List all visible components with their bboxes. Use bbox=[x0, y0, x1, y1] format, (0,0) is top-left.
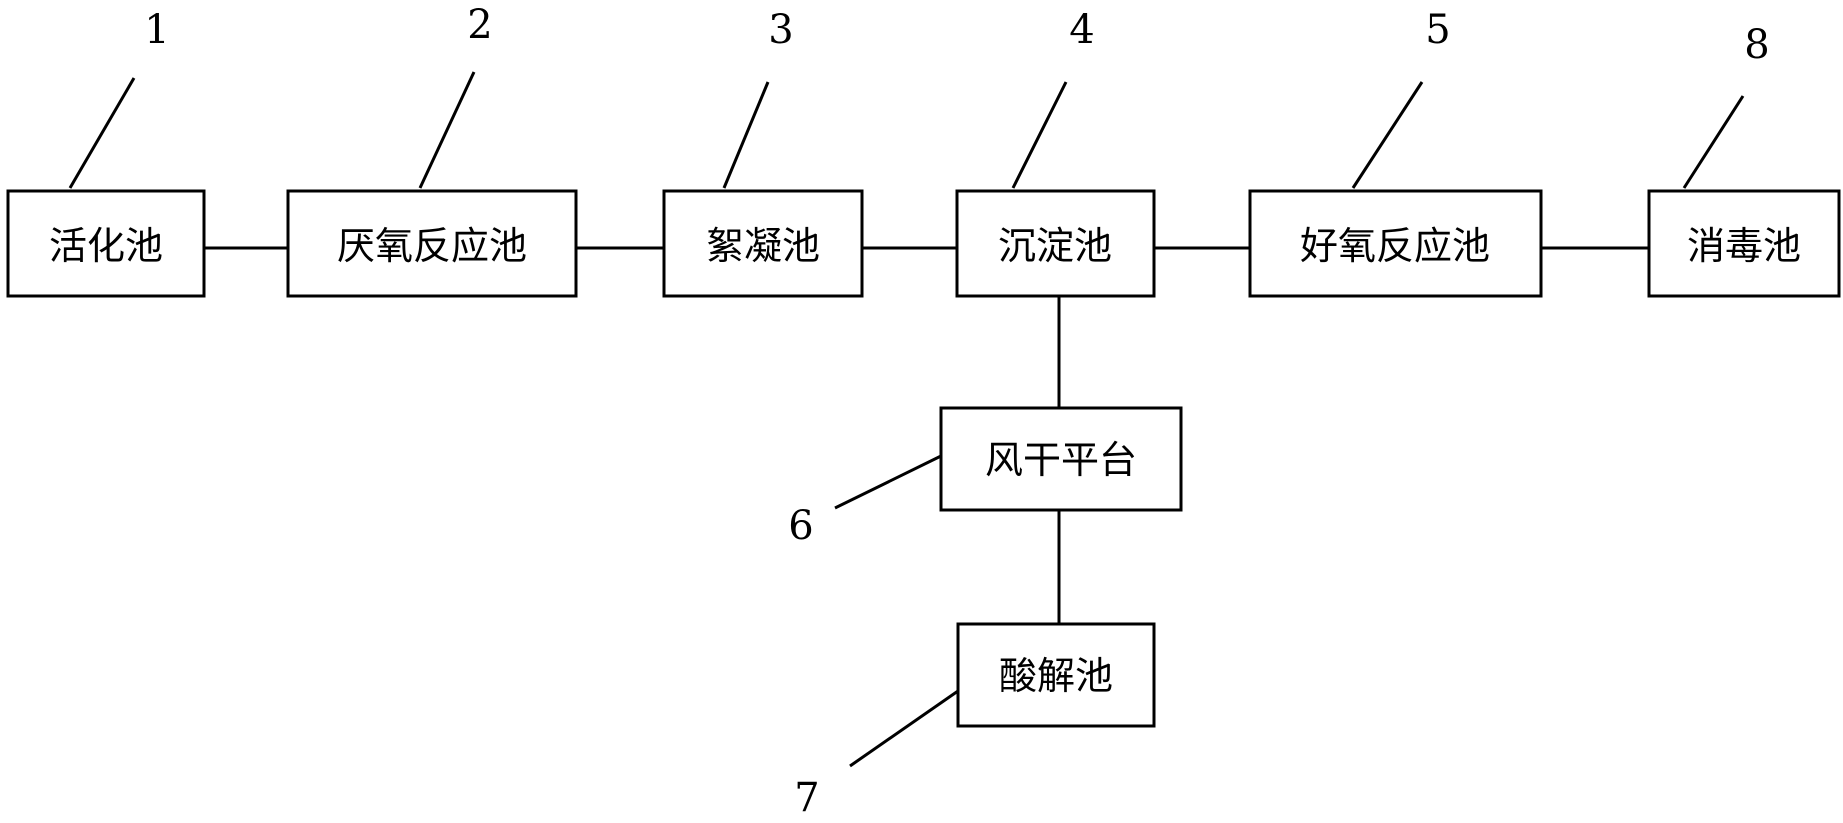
leader-line-3 bbox=[722, 81, 770, 189]
leader-line-6 bbox=[834, 454, 942, 510]
ref-number-2: 2 bbox=[467, 2, 492, 48]
sedimentation-tank-box bbox=[955, 189, 1156, 298]
activation-tank-label: 活化池 bbox=[49, 224, 163, 268]
ref-number-8: 8 bbox=[1744, 22, 1769, 68]
air-dry-platform-label: 风干平台 bbox=[985, 438, 1137, 482]
activation-tank-box bbox=[6, 189, 206, 298]
leader-line-2 bbox=[418, 71, 476, 189]
reference-numbers: 1 2 3 4 5 8 6 7 bbox=[144, 2, 1769, 821]
node-disinfection-tank: 消毒池 bbox=[1647, 189, 1841, 298]
sedimentation-tank-label: 沉淀池 bbox=[998, 224, 1112, 268]
ref-number-5: 5 bbox=[1425, 7, 1450, 53]
ref-number-7: 7 bbox=[794, 775, 819, 821]
node-acid-hydrolysis-tank: 酸解池 bbox=[956, 622, 1156, 728]
acid-hydrolysis-tank-label: 酸解池 bbox=[999, 654, 1113, 698]
leader-line-5 bbox=[1351, 81, 1424, 189]
leader-line-8 bbox=[1682, 95, 1745, 189]
ref-number-1: 1 bbox=[144, 7, 169, 53]
disinfection-tank-label: 消毒池 bbox=[1687, 224, 1801, 268]
leader-line-4 bbox=[1011, 81, 1068, 189]
leader-line-1 bbox=[68, 77, 136, 189]
ref-number-4: 4 bbox=[1069, 7, 1094, 53]
node-aerobic-tank: 好氧反应池 bbox=[1248, 189, 1543, 298]
leader-lines bbox=[68, 71, 1745, 768]
air-dry-platform-box bbox=[939, 406, 1183, 512]
disinfection-tank-box bbox=[1647, 189, 1841, 298]
ref-number-3: 3 bbox=[768, 7, 793, 53]
node-activation-tank: 活化池 bbox=[6, 189, 206, 298]
connection-lines bbox=[204, 246, 1649, 624]
node-anaerobic-tank: 厌氧反应池 bbox=[286, 189, 578, 298]
flocculation-tank-box bbox=[662, 189, 864, 298]
aerobic-tank-box bbox=[1248, 189, 1543, 298]
anaerobic-tank-box bbox=[286, 189, 578, 298]
acid-hydrolysis-tank-box bbox=[956, 622, 1156, 728]
node-sedimentation-tank: 沉淀池 bbox=[955, 189, 1156, 298]
node-air-dry-platform: 风干平台 bbox=[939, 406, 1183, 512]
flocculation-tank-label: 絮凝池 bbox=[706, 224, 820, 268]
leader-line-7 bbox=[849, 689, 959, 768]
aerobic-tank-label: 好氧反应池 bbox=[1300, 224, 1490, 268]
ref-number-6: 6 bbox=[788, 503, 813, 549]
anaerobic-tank-label: 厌氧反应池 bbox=[337, 224, 527, 268]
node-flocculation-tank: 絮凝池 bbox=[662, 189, 864, 298]
